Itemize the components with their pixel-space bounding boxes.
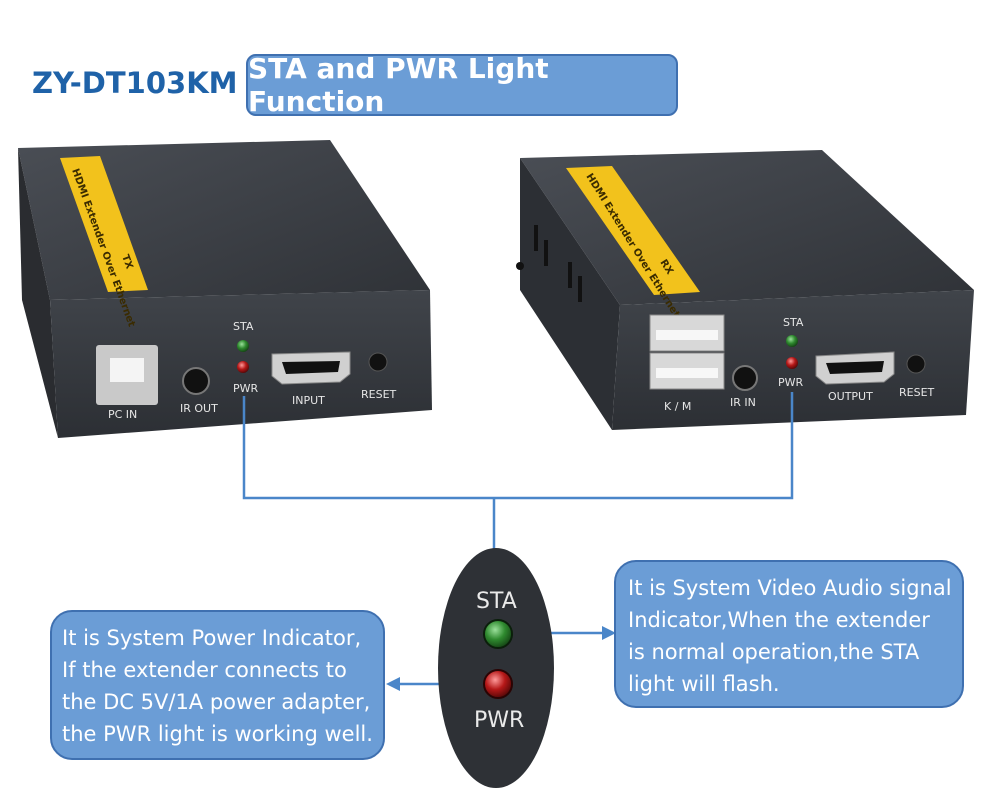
callout-line: the PWR light is working well. — [62, 722, 373, 746]
callout-line: If the extender connects to — [62, 658, 347, 682]
callout-line: is normal operation,the STA — [628, 640, 920, 664]
usb-a-port-top-inner — [656, 330, 718, 340]
rx-reset-button[interactable] — [906, 354, 926, 374]
rx-top-face — [520, 150, 974, 305]
rx-side-vents — [516, 225, 582, 302]
tx-port-label-reset: RESET — [361, 388, 397, 401]
indicator-closeup: STA PWR — [438, 548, 554, 788]
sta-led — [483, 619, 513, 649]
usb-b-port-inner — [110, 358, 144, 382]
indicator-sta-label: STA — [476, 589, 517, 614]
tx-pwr-led — [237, 361, 249, 373]
power-indicator-callout: It is System Power Indicator, If the ext… — [50, 610, 385, 760]
callout-line: It is System Video Audio signal — [628, 576, 952, 600]
pwr-led — [483, 669, 513, 699]
rx-pwr-label: PWR — [778, 376, 804, 389]
ir-in-jack[interactable] — [732, 365, 758, 391]
model-name: ZY-DT103KM — [32, 66, 238, 100]
tx-port-label-pc-in: PC IN — [108, 408, 137, 421]
ir-out-jack[interactable] — [182, 367, 210, 395]
hdmi-output-port-inner — [826, 361, 884, 374]
rx-device: HDMI Extender Over Ethernet RX STA PWR K… — [516, 150, 974, 430]
tx-port-label-ir-out: IR OUT — [180, 402, 218, 415]
callout-line: It is System Power Indicator, — [62, 626, 362, 650]
page-title-text: STA and PWR Light Function — [248, 52, 549, 118]
tx-stamp — [60, 156, 148, 292]
tx-reset-button[interactable] — [368, 352, 388, 372]
rx-sta-led — [786, 335, 798, 347]
rx-pwr-led — [786, 357, 798, 369]
tx-sta-led — [237, 340, 249, 352]
rx-port-label-ir-in: IR IN — [730, 396, 756, 409]
rx-port-label-km: K / M — [664, 400, 691, 413]
signal-indicator-callout: It is System Video Audio signal Indicato… — [614, 560, 964, 708]
rx-port-label-reset: RESET — [899, 386, 935, 399]
tx-pwr-label: PWR — [233, 382, 259, 395]
tx-device: HDMI Extender Over Ethernet TX STA PWR P… — [18, 140, 432, 438]
rx-port-label-output: OUTPUT — [828, 390, 873, 403]
rx-side-face — [520, 158, 620, 430]
page-title: STA and PWR Light Function — [246, 52, 678, 118]
callout-line: the DC 5V/1A power adapter, — [62, 690, 371, 714]
callout-line: Indicator,When the extender — [628, 608, 930, 632]
tx-stamp-badge: TX — [119, 253, 134, 271]
tx-side-face — [18, 148, 58, 438]
callout-line: light will flash. — [628, 672, 780, 696]
rx-stamp — [566, 166, 700, 295]
tx-port-label-input: INPUT — [292, 394, 325, 407]
indicator-pwr-label: PWR — [474, 708, 524, 733]
tx-sta-label: STA — [233, 320, 254, 333]
indicator-oval — [438, 548, 554, 788]
hdmi-input-port-inner — [282, 361, 340, 374]
usb-a-port-bottom-inner — [656, 368, 718, 378]
rx-sta-label: STA — [783, 316, 804, 329]
